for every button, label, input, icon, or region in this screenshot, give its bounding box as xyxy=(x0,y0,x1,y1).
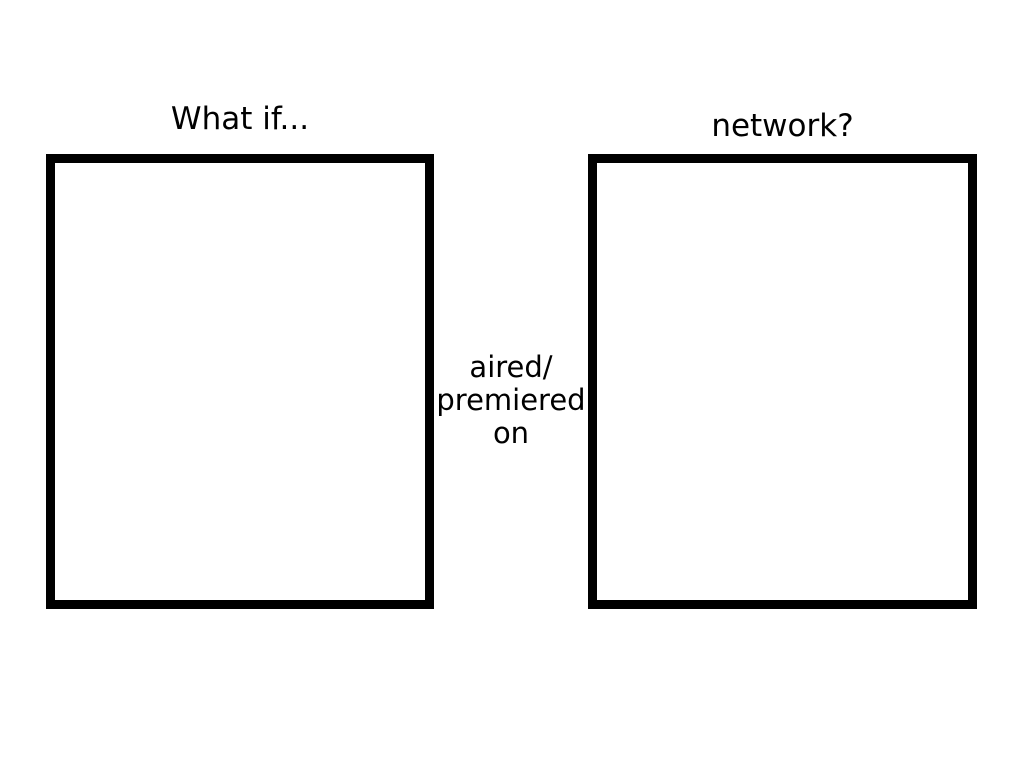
left-box-title: What if... xyxy=(170,101,310,137)
connector-label-line-3: on xyxy=(492,416,530,450)
connector-label-line-1: aired/ xyxy=(469,350,553,384)
right-blank-box xyxy=(588,154,977,609)
connector-label-line-2: premiered xyxy=(436,383,586,417)
connector-label: aired/ premiered on xyxy=(434,351,588,450)
left-blank-box xyxy=(46,154,434,609)
right-box-title: network? xyxy=(711,108,854,144)
